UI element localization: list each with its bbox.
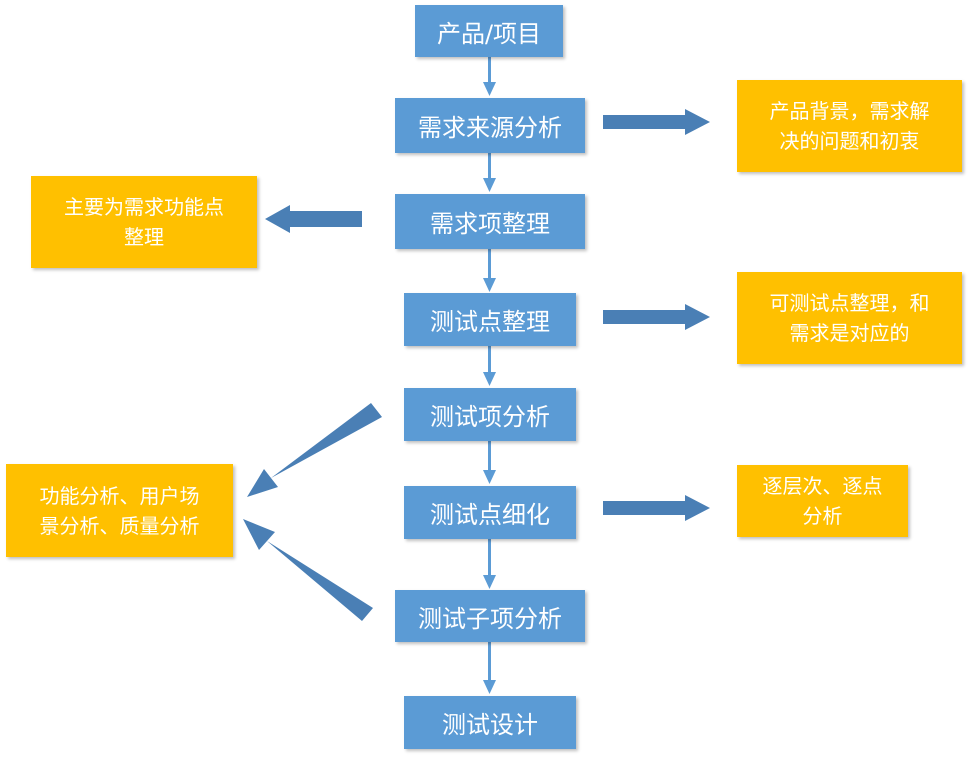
note-test-point-refine: 逐层次、逐点 分析 [737,465,908,537]
flow-step-requirement-items-label: 需求项整理 [430,210,550,238]
connector-2-3 [488,153,491,179]
note-test-points: 可测试点整理，和 需求是对应的 [737,272,962,364]
note-requirement-items: 主要为需求功能点 整理 [31,176,257,268]
flow-step-test-design: 测试设计 [404,696,576,749]
connector-1-2 [488,57,491,83]
connector-4-5 [488,346,491,373]
flow-step-test-point-refine-label: 测试点细化 [430,501,550,529]
connector-3-4 [488,249,491,279]
flow-step-product-label: 产品/项目 [436,19,542,48]
flow-step-test-point-refine: 测试点细化 [404,486,576,539]
connector-6-7-head [483,575,496,589]
flow-step-test-subitem-analysis: 测试子项分析 [395,590,585,642]
flow-step-test-item-analysis: 测试项分析 [404,388,576,441]
note-source-analysis-line-1: 产品背景，需求解 [769,99,930,123]
connector-3-4-head [483,278,496,292]
arrow-to-refine-note [603,495,710,521]
note-test-points-line-2: 需求是对应的 [789,321,910,345]
note-test-item-analysis-line-2: 景分析、质量分析 [39,513,200,538]
note-source-analysis-line-2: 决的问题和初衷 [779,129,920,153]
connector-5-6-head [483,470,496,484]
note-test-item-analysis: 功能分析、用户场 景分析、质量分析 [6,464,233,557]
vertical-connectors [483,57,496,694]
note-test-points-line-1: 可测试点整理，和 [769,291,930,315]
flow-step-test-design-label: 测试设计 [442,711,538,739]
connector-2-3-head [483,178,496,192]
flow-step-test-item-analysis-label: 测试项分析 [430,403,550,431]
note-test-point-refine-line-1: 逐层次、逐点 [762,474,883,498]
note-test-item-analysis-line-1: 功能分析、用户场 [39,483,200,508]
arrow-to-analysis-note-upper [247,403,382,497]
arrow-to-source-note [603,109,710,135]
connector-7-8-head [483,680,496,694]
connector-7-8 [488,642,491,681]
flow-step-source-analysis-label: 需求来源分析 [418,114,562,142]
note-test-point-refine-line-2: 分析 [802,504,843,528]
arrow-to-requirement-note [265,205,362,233]
connector-5-6 [488,441,491,471]
flow-step-test-points-label: 测试点整理 [430,308,550,336]
connector-6-7 [488,539,491,576]
flow-step-test-subitem-analysis-label: 测试子项分析 [418,604,562,633]
flow-step-source-analysis: 需求来源分析 [395,98,585,153]
flow-step-product: 产品/项目 [415,5,563,57]
connector-4-5-head [483,372,496,386]
flow-step-requirement-items: 需求项整理 [395,194,585,249]
note-requirement-items-line-1: 主要为需求功能点 [64,195,224,219]
connector-1-2-head [483,82,496,96]
arrow-to-test-points-note [603,304,710,330]
note-requirement-items-line-2: 整理 [124,225,164,249]
side-arrows [243,109,710,621]
arrow-to-analysis-note-lower [243,519,373,621]
note-source-analysis: 产品背景，需求解 决的问题和初衷 [737,80,962,172]
flow-step-test-points: 测试点整理 [404,293,576,346]
